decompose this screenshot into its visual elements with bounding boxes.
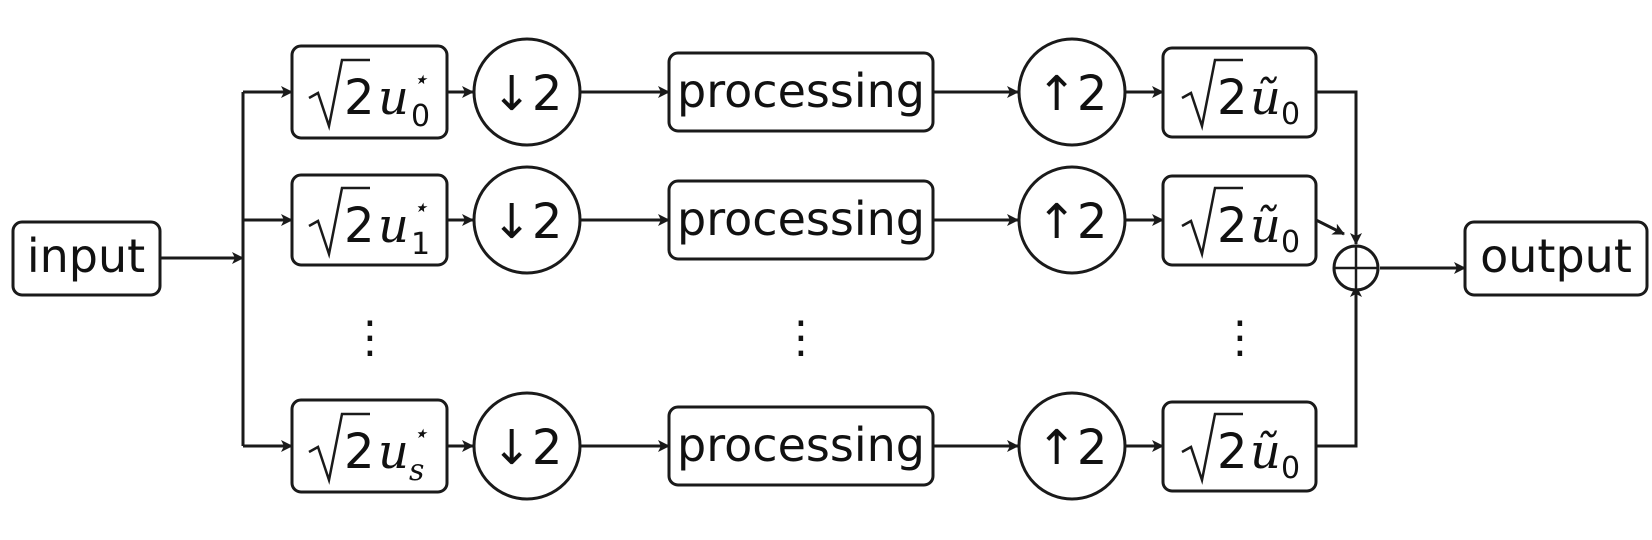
output-label: output [1480,229,1632,283]
analysis-sub-0: 0 [411,99,430,134]
analysis-filter-1: 2 u ⋆ 1 [290,173,449,267]
analysis-sym-0: u [378,70,409,126]
synthesis-sub-0: 0 [1281,97,1300,132]
processing-block-1: processing [667,179,935,261]
processing-label-s: processing [677,418,925,472]
synthesis-coef-0: 2 [1217,70,1248,126]
downsample-1: ↓2 [472,165,582,275]
analysis-filter-s: 2 u ⋆ s [290,398,449,494]
ellipsis-processing: ⋮ [779,312,823,363]
analysis-coef-1: 2 [344,198,375,254]
upsample-label-0: ↑2 [1037,66,1108,122]
input-node: input [11,220,162,297]
branch-row-1: 2 u ⋆ 1 ↓2 processing ↑2 2 ũ 0 [290,165,1318,275]
downsample-0: ↓2 [472,37,582,147]
synthesis-sub-1: 0 [1281,225,1300,260]
ellipsis-analysis: ⋮ [348,312,392,363]
output-node: output [1463,220,1649,297]
analysis-sup-1: ⋆ [412,193,428,223]
branch-row-s: 2 u ⋆ s ↓2 processing ↑2 2 ũ 0 [290,391,1318,501]
analysis-sup-s: ⋆ [412,419,428,449]
processing-label-1: processing [677,192,925,246]
processing-block-0: processing [667,51,935,133]
branch-row-0: 2 u ⋆ 0 ↓2 processing ↑2 2 ũ 0 [290,37,1318,147]
analysis-coef-s: 2 [344,424,375,480]
processing-label-0: processing [677,64,925,118]
downsample-label-1: ↓2 [492,194,563,250]
upsample-label-1: ↑2 [1037,194,1108,250]
processing-block-s: processing [667,405,935,487]
synthesis-filter-s: 2 ũ 0 [1161,400,1318,493]
synthesis-sym-1: ũ [1250,198,1281,254]
analysis-sym-s: u [378,424,409,480]
synthesis-sym-0: ũ [1250,70,1281,126]
upsample-0: ↑2 [1017,37,1127,147]
synthesis-filter-1: 2 ũ 0 [1161,174,1318,267]
upsample-1: ↑2 [1017,165,1127,275]
downsample-label-0: ↓2 [492,66,563,122]
combiner-wiring [1315,90,1466,448]
synthesis-coef-s: 2 [1217,424,1248,480]
analysis-sup-0: ⋆ [412,65,428,95]
synthesis-filter-0: 2 ũ 0 [1161,46,1318,139]
analysis-sub-s: s [409,453,424,488]
upsample-label-s: ↑2 [1037,420,1108,476]
input-label: input [27,229,145,283]
summation-node: ⊕ [1332,244,1380,292]
downsample-s: ↓2 [472,391,582,501]
analysis-coef-0: 2 [344,70,375,126]
upsample-s: ↑2 [1017,391,1127,501]
synthesis-sub-s: 0 [1281,451,1300,486]
analysis-filter-0: 2 u ⋆ 0 [290,44,449,140]
ellipsis-synthesis: ⋮ [1218,312,1262,363]
analysis-sub-1: 1 [411,227,430,262]
downsample-label-s: ↓2 [492,420,563,476]
synthesis-coef-1: 2 [1217,198,1248,254]
analysis-sym-1: u [378,198,409,254]
synthesis-sym-s: ũ [1250,424,1281,480]
input-splitter [160,86,293,452]
